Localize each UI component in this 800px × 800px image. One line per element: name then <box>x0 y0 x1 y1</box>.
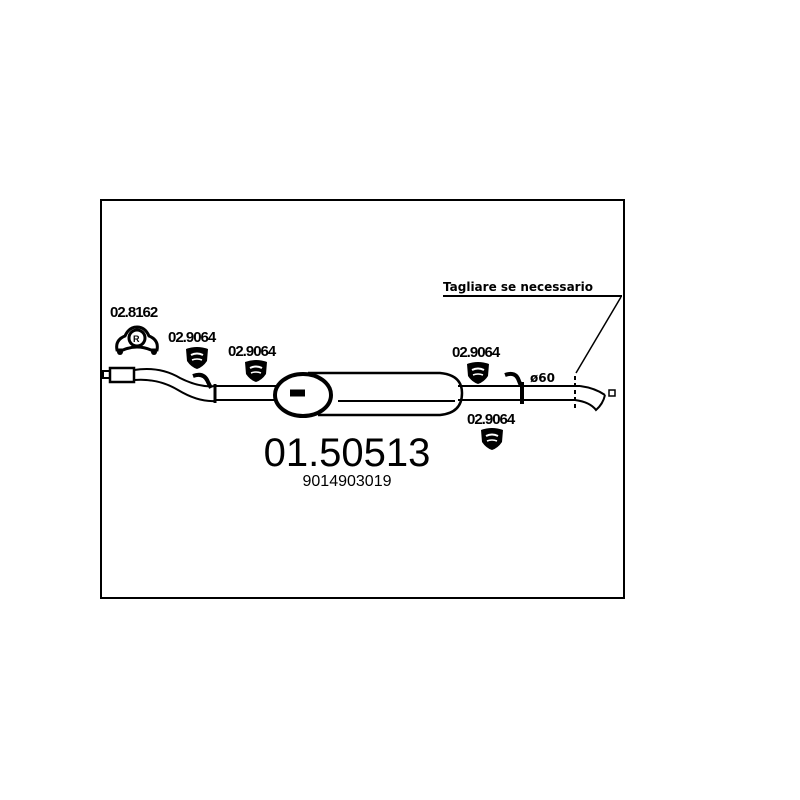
clamp-icon <box>192 372 213 389</box>
hanger-icon <box>185 346 209 370</box>
part-number: 01.50513 <box>264 431 431 475</box>
accessory-code-label: 02.9064 <box>168 329 217 346</box>
accessory-code-label: 02.8162 <box>110 304 158 321</box>
muffler <box>273 371 464 418</box>
accessory-code-label: 02.9064 <box>452 344 501 361</box>
svg-text:R: R <box>133 334 140 344</box>
oem-number: 9014903019 <box>303 473 392 490</box>
clamp-icon <box>504 371 523 387</box>
diagram-frame <box>100 199 625 599</box>
accessory-code-label: 02.9064 <box>467 411 516 428</box>
accessory-code-label: 02.9064 <box>228 343 277 360</box>
diameter-label: ø60 <box>530 371 555 385</box>
cut-note: Tagliare se necessario <box>443 280 593 294</box>
hanger-icon <box>244 359 268 383</box>
cut-leader-line <box>575 296 622 374</box>
rubber-mount-icon: R <box>115 325 159 355</box>
hanger-icon <box>480 427 504 451</box>
hanger-icon <box>466 361 490 385</box>
